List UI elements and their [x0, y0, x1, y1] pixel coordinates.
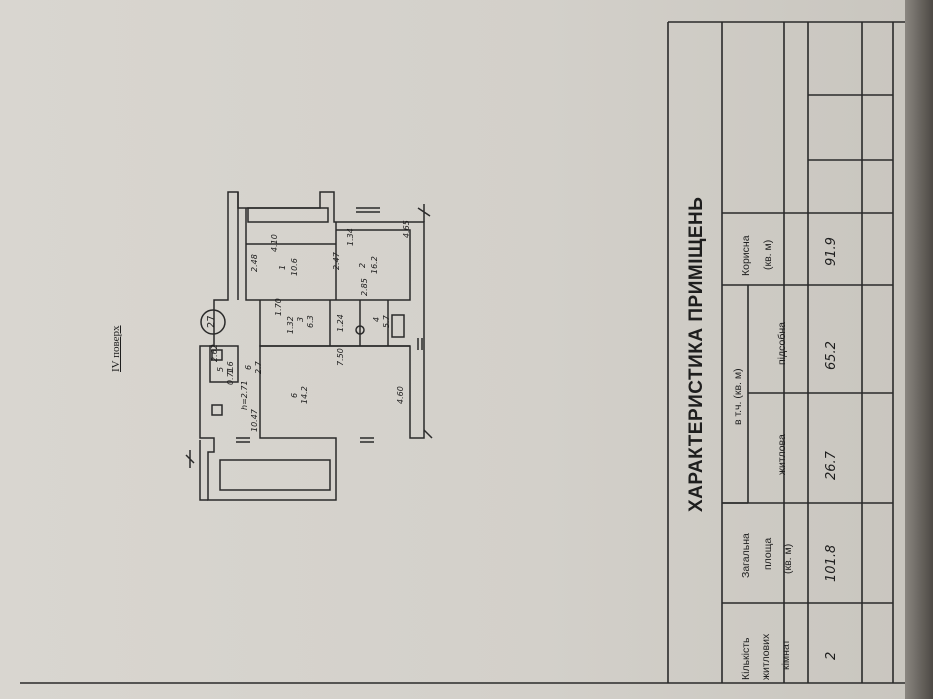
room-7-area: 14.2	[300, 386, 309, 404]
desk-edge	[905, 0, 933, 699]
value-total: 101.8	[824, 544, 839, 582]
dim-124: 1.24	[336, 314, 345, 332]
dim-465: 4.65	[402, 220, 411, 238]
room-3-num: 3	[296, 316, 305, 322]
balcony-1	[247, 207, 329, 223]
room-2-num: 2	[358, 262, 367, 268]
wall-b	[245, 208, 336, 301]
dim-262: 2.62	[210, 344, 219, 362]
room-4-num: 4	[372, 316, 381, 322]
room-7-num: 6	[290, 392, 299, 398]
hdr-rooms-1: Кількість	[740, 637, 752, 680]
outer-wall	[199, 191, 425, 501]
wall-h	[199, 440, 208, 501]
block-number: 27	[206, 315, 217, 328]
hdr-useful-2: (кв. м)	[762, 239, 774, 270]
dim-248: 2.48	[250, 254, 259, 272]
dim-170: 1.70	[274, 298, 283, 316]
hdr-aux: підсобна	[776, 321, 788, 365]
tick-2	[417, 204, 431, 222]
block-number-circle	[200, 309, 226, 335]
room-3-area: 6.3	[306, 315, 315, 328]
room-1-area: 10.6	[290, 258, 299, 276]
dim-247: 2.47	[332, 252, 341, 270]
bath-fixture	[391, 314, 405, 338]
floor-label: IV поверх	[110, 325, 122, 372]
hdr-rooms-3: кімнат	[780, 639, 792, 670]
stove-fixture	[211, 349, 223, 361]
room-4-area: 5.7	[382, 315, 391, 328]
dim-wall-top: 10.47	[250, 409, 259, 432]
value-living: 26.7	[824, 451, 839, 480]
dim-134: 1.34	[346, 228, 355, 246]
window-1	[236, 437, 250, 443]
document-sheet	[0, 0, 905, 699]
window-4	[356, 207, 380, 213]
dim-285: 2.85	[360, 278, 369, 296]
room-2-area: 16.2	[370, 256, 379, 274]
hdr-total-1: Загальна	[740, 533, 752, 578]
value-rooms: 2	[824, 651, 839, 660]
room-5-area: 1.6	[226, 361, 235, 374]
value-aux: 65.2	[824, 341, 839, 370]
toilet-fixture	[355, 325, 365, 335]
hdr-rooms-2: житлових	[760, 633, 772, 680]
hdr-living: житлова	[776, 434, 788, 475]
room-6-area: 2.7	[254, 361, 263, 374]
dim-750: 7.50	[336, 348, 345, 366]
hdr-total-3: (кв. м)	[782, 543, 794, 574]
hdr-incl: в т.ч. (кв. м)	[732, 368, 744, 425]
room-1-num: 1	[278, 264, 287, 270]
dim-460: 4.60	[396, 386, 405, 404]
window-3	[417, 338, 423, 350]
table-title: ХАРАКТЕРИСТИКА ПРИМІЩЕНЬ	[686, 196, 707, 512]
window-2	[360, 437, 374, 443]
dim-132: 1.32	[286, 316, 295, 334]
room-5-num: 5	[216, 366, 225, 372]
hdr-useful-1: Корисна	[740, 235, 752, 276]
tick-1	[185, 450, 195, 468]
balcony-2	[219, 459, 331, 491]
room-6-num: 6	[244, 364, 253, 370]
dim-410: 4.10	[270, 234, 279, 252]
wall-e	[336, 229, 411, 301]
sink-fixture	[211, 404, 223, 416]
tick-3	[423, 429, 433, 439]
wall-g	[209, 345, 239, 383]
value-useful: 91.9	[824, 237, 839, 266]
hdr-total-2: площа	[762, 537, 774, 570]
dim-height: h=2.71	[240, 380, 249, 410]
